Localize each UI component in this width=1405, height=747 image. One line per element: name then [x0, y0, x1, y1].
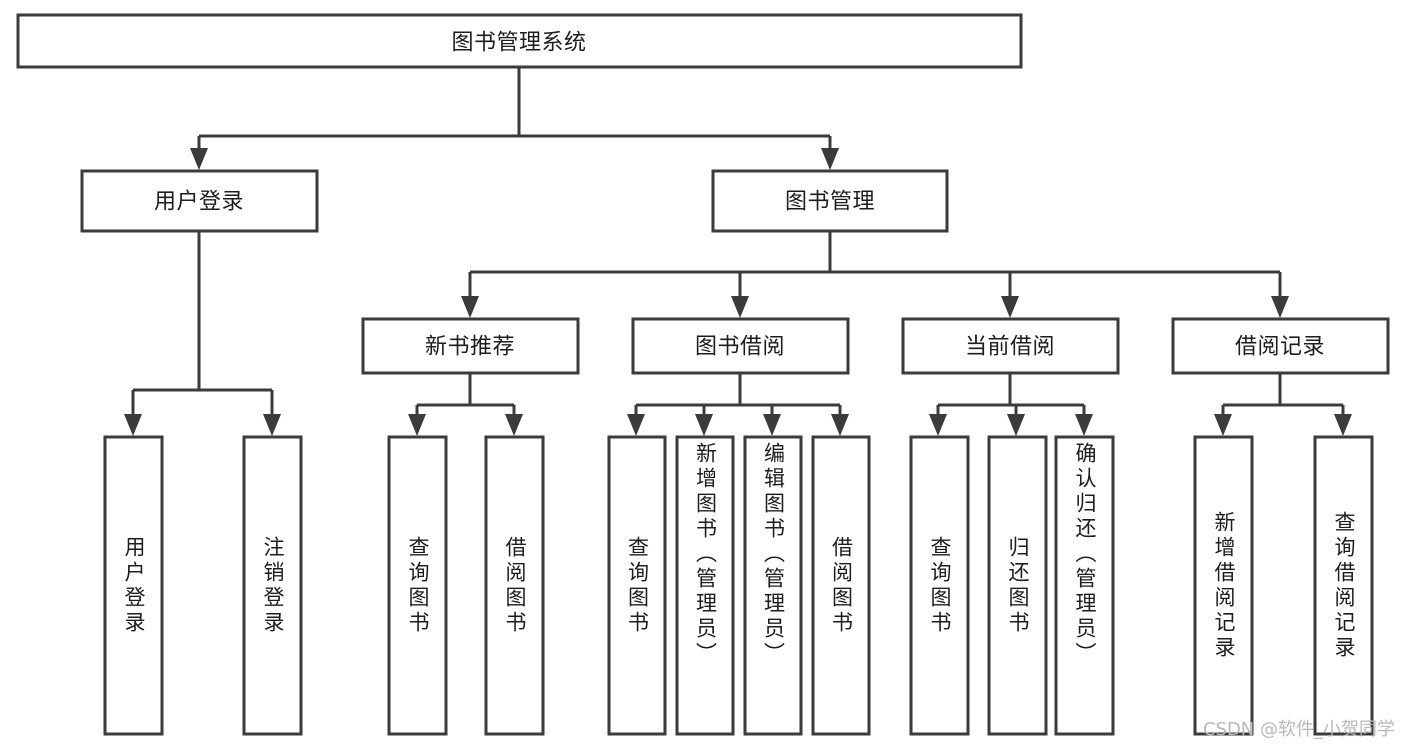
leaf-box-query-book-1[interactable]	[387, 435, 448, 736]
node-root-label: 图书管理系统	[451, 31, 586, 56]
node-new-book-recommend[interactable]: 新书推荐	[361, 317, 580, 375]
node-user-login-label: 用户登录	[154, 190, 244, 215]
node-book-management-label: 图书管理	[785, 190, 875, 215]
node-current-borrow[interactable]: 当前借阅	[901, 317, 1120, 375]
node-current-borrow-box[interactable]	[901, 317, 1120, 375]
leaf-box-add-book[interactable]	[675, 435, 735, 736]
node-borrow-record-label: 借阅记录	[1235, 335, 1325, 360]
watermark-text: CSDN @软件_小贺同学	[1202, 719, 1395, 740]
leaf-box-query-book-2[interactable]	[607, 435, 667, 736]
leaf-box-borrow-book-1[interactable]	[484, 435, 545, 736]
arrow-newbook-leaf-2	[505, 414, 523, 436]
arrow-bookmgmt-to-borrow	[731, 296, 749, 318]
node-new-book-recommend-label: 新书推荐	[425, 335, 515, 360]
node-book-management[interactable]: 图书管理	[711, 169, 949, 233]
arrow-borrow-leaf-3	[763, 414, 781, 436]
arrow-current-leaf-1	[929, 414, 947, 436]
arrow-root-to-book-mgmt	[821, 148, 839, 170]
node-user-login[interactable]: 用户登录	[80, 169, 319, 233]
node-book-borrow-box[interactable]	[631, 317, 850, 375]
node-borrow-record[interactable]: 借阅记录	[1171, 317, 1390, 375]
leaf-box-logout[interactable]	[242, 435, 303, 736]
node-root-box[interactable]	[16, 13, 1023, 69]
node-new-book-recommend-box[interactable]	[361, 317, 580, 375]
arrow-userlogin-leaf-2	[263, 414, 281, 436]
leaf-box-edit-book[interactable]	[743, 435, 803, 736]
arrow-current-leaf-2	[1007, 414, 1025, 436]
node-current-borrow-label: 当前借阅	[965, 335, 1055, 360]
node-book-borrow-label: 图书借阅	[695, 335, 785, 360]
leaf-box-query-record[interactable]	[1313, 435, 1374, 736]
leaf-box-user-login[interactable]	[103, 435, 164, 736]
arrow-record-leaf-1	[1214, 414, 1232, 436]
node-book-borrow[interactable]: 图书借阅	[631, 317, 850, 375]
arrow-newbook-leaf-1	[408, 414, 426, 436]
leaf-box-query-book-3[interactable]	[909, 435, 970, 736]
node-root-system[interactable]: 图书管理系统	[16, 13, 1023, 69]
leaf-box-add-record[interactable]	[1193, 435, 1254, 736]
connector-group	[124, 67, 1352, 436]
arrow-borrow-leaf-2	[695, 414, 713, 436]
arrow-borrow-leaf-1	[627, 414, 645, 436]
arrow-root-to-user-login	[190, 148, 208, 170]
leaf-box-group	[103, 435, 1374, 736]
leaf-box-return-book[interactable]	[987, 435, 1048, 736]
arrow-userlogin-leaf-1	[124, 414, 142, 436]
arrow-current-leaf-3	[1075, 414, 1093, 436]
node-borrow-record-box[interactable]	[1171, 317, 1390, 375]
arrow-bookmgmt-to-newbook	[461, 296, 479, 318]
node-user-login-box[interactable]	[80, 169, 319, 233]
arrow-record-leaf-2	[1334, 414, 1352, 436]
arrow-borrow-leaf-4	[831, 414, 849, 436]
leaf-box-borrow-book-2[interactable]	[811, 435, 871, 736]
leaf-box-confirm-return[interactable]	[1054, 435, 1115, 736]
node-book-management-box[interactable]	[711, 169, 949, 233]
arrow-bookmgmt-to-current	[1001, 296, 1019, 318]
arrow-bookmgmt-to-record	[1271, 296, 1289, 318]
